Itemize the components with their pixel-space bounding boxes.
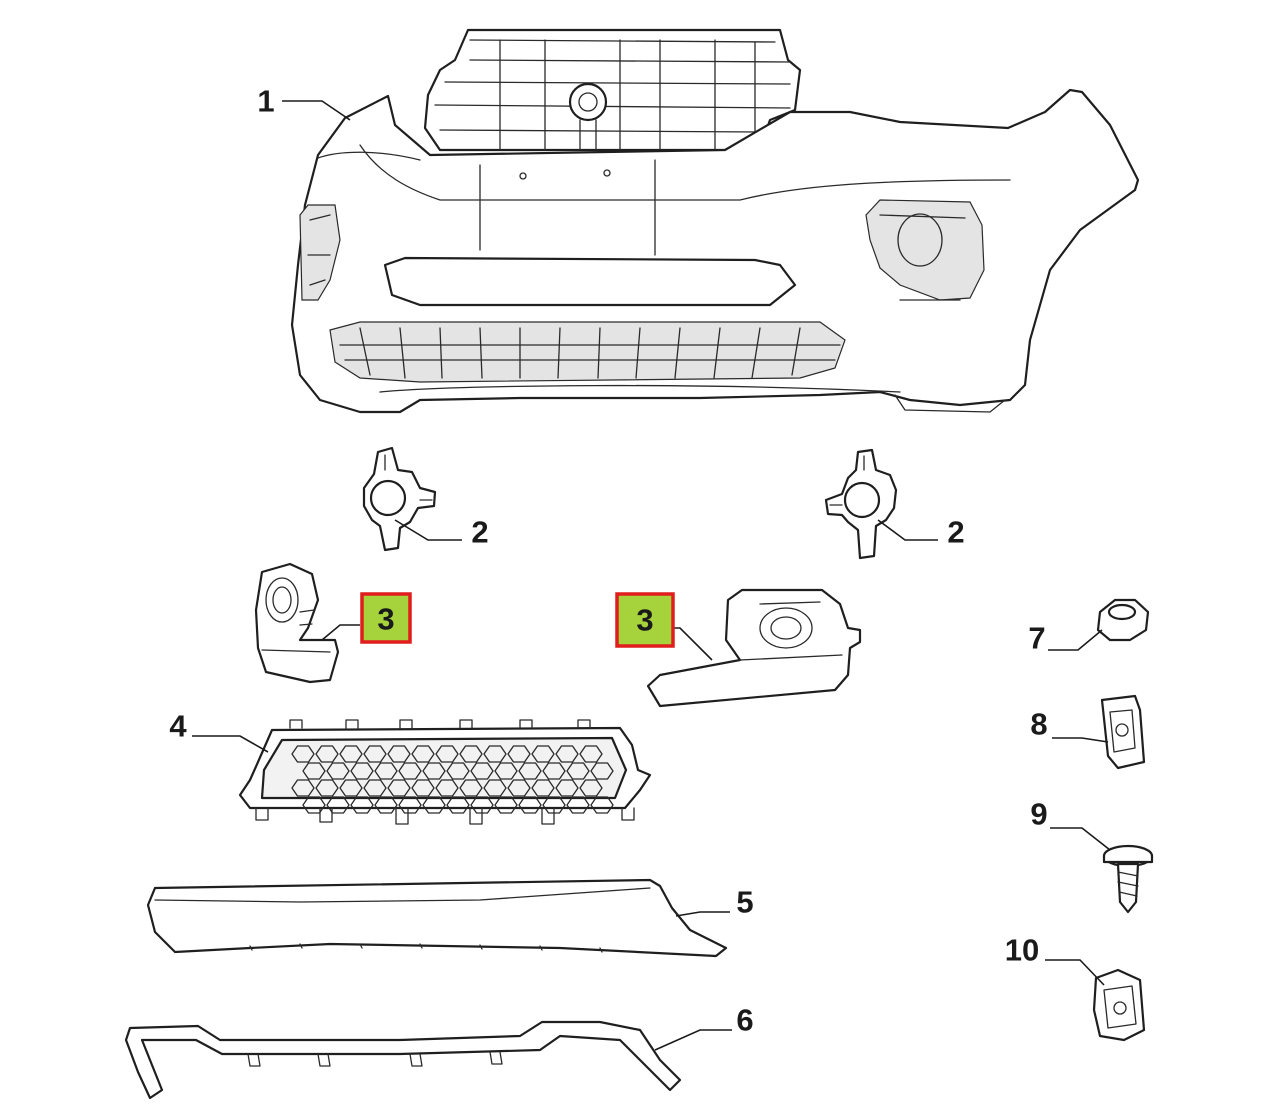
grille-cell: [566, 762, 590, 780]
spoiler-part-5: [146, 878, 728, 958]
grille-cell: [446, 762, 470, 780]
callout-3-right: 3: [636, 603, 653, 638]
grille-cell: [579, 779, 603, 797]
screw-part-9: [1102, 844, 1154, 914]
highlight-box-3-right: [615, 592, 675, 648]
grille-cell: [483, 745, 507, 763]
grille-cell: [339, 745, 363, 763]
grille-cell: [302, 762, 326, 780]
grille-cell: [494, 762, 518, 780]
clip-part-8: [1100, 694, 1146, 770]
grille-cell: [435, 779, 459, 797]
grille-cell: [542, 796, 566, 814]
grille-cell: [483, 779, 507, 797]
grille-part-4: [238, 719, 652, 825]
grille-cell: [459, 779, 483, 797]
grille-cell: [315, 779, 339, 797]
grille-cell: [422, 796, 446, 814]
callout-7: 7: [1028, 621, 1045, 656]
grille-cell: [579, 745, 603, 763]
grille-cell: [363, 779, 387, 797]
grille-cell: [518, 762, 542, 780]
fog-bezel-part-3-left: [254, 562, 340, 684]
grille-cell: [555, 779, 579, 797]
callout-1: 1: [257, 84, 274, 119]
grille-cell: [422, 762, 446, 780]
grille-cell: [542, 762, 566, 780]
grille-cell: [470, 762, 494, 780]
grille-cell: [470, 796, 494, 814]
grille-cell: [374, 762, 398, 780]
grille-cell: [566, 796, 590, 814]
clipnut-part-10: [1092, 968, 1146, 1042]
grille-cell: [387, 779, 411, 797]
grille-cell: [350, 796, 374, 814]
fog-bracket-part-2-left: [362, 446, 437, 552]
grille-cell: [374, 796, 398, 814]
grille-cell: [531, 779, 555, 797]
grille-honeycomb: [291, 745, 614, 814]
callout-3-left: 3: [377, 602, 394, 637]
bumper-part-1: [290, 28, 1140, 414]
callout-5: 5: [736, 885, 753, 920]
grille-cell: [435, 745, 459, 763]
callout-2-left: 2: [471, 515, 488, 550]
grille-cell: [518, 796, 542, 814]
grille-cell: [339, 779, 363, 797]
grille-cell: [507, 745, 531, 763]
grille-cell: [590, 796, 614, 814]
grille-cell: [302, 796, 326, 814]
grille-cell: [387, 745, 411, 763]
grille-cell: [350, 762, 374, 780]
grille-cell: [459, 745, 483, 763]
callout-9: 9: [1030, 797, 1047, 832]
grille-cell: [398, 796, 422, 814]
grille-cell: [363, 745, 387, 763]
callout-6: 6: [736, 1003, 753, 1038]
grille-cell: [555, 745, 579, 763]
callout-10: 10: [1005, 933, 1039, 968]
callout-8: 8: [1030, 707, 1047, 742]
grille-cell: [507, 779, 531, 797]
trim-part-6: [124, 1020, 682, 1100]
grille-cell: [411, 779, 435, 797]
grille-cell: [291, 779, 315, 797]
grille-cell: [531, 745, 555, 763]
grille-cell: [315, 745, 339, 763]
grille-cell: [590, 762, 614, 780]
fog-bezel-part-3-right: [646, 588, 862, 708]
fog-bracket-part-2-right: [824, 448, 898, 560]
grille-cell: [291, 745, 315, 763]
grille-cell: [446, 796, 470, 814]
grille-cell: [411, 745, 435, 763]
highlight-box-3-left: [360, 592, 412, 644]
nut-part-7: [1096, 598, 1150, 642]
callout-4: 4: [169, 709, 187, 744]
callout-2-right: 2: [947, 515, 964, 550]
grille-cell: [398, 762, 422, 780]
grille-cell: [326, 762, 350, 780]
grille-cell: [494, 796, 518, 814]
